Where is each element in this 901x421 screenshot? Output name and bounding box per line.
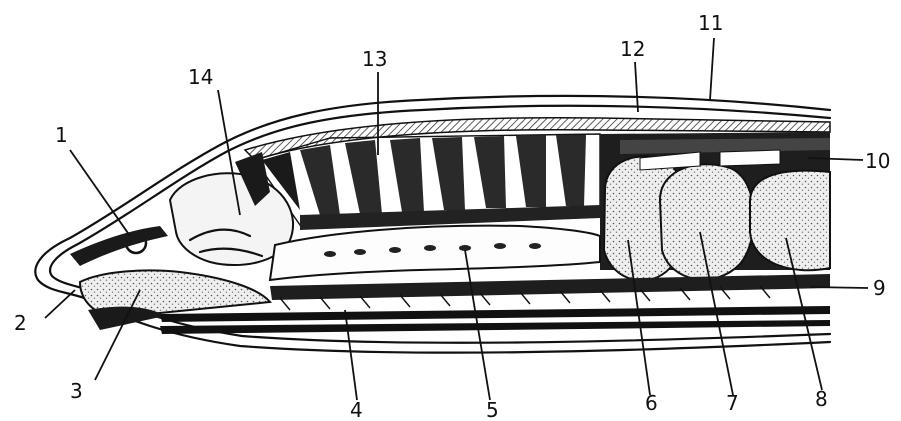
oesophagus [270, 226, 600, 280]
label-7: 7 [726, 391, 739, 415]
posterior-chambers [600, 132, 830, 280]
label-1: 1 [55, 123, 68, 147]
septa-row [255, 134, 600, 230]
label-14: 14 [188, 65, 213, 89]
label-11: 11 [698, 11, 723, 35]
label-9: 9 [873, 276, 886, 300]
label-6: 6 [645, 391, 658, 415]
label-4: 4 [350, 398, 363, 421]
label-10: 10 [865, 149, 890, 173]
label-2: 2 [14, 311, 27, 335]
label-13: 13 [362, 47, 387, 71]
label-12: 12 [620, 37, 645, 61]
label-3: 3 [70, 379, 83, 403]
label-5: 5 [486, 398, 499, 421]
ventral-vessels [160, 274, 830, 334]
label-8: 8 [815, 387, 828, 411]
